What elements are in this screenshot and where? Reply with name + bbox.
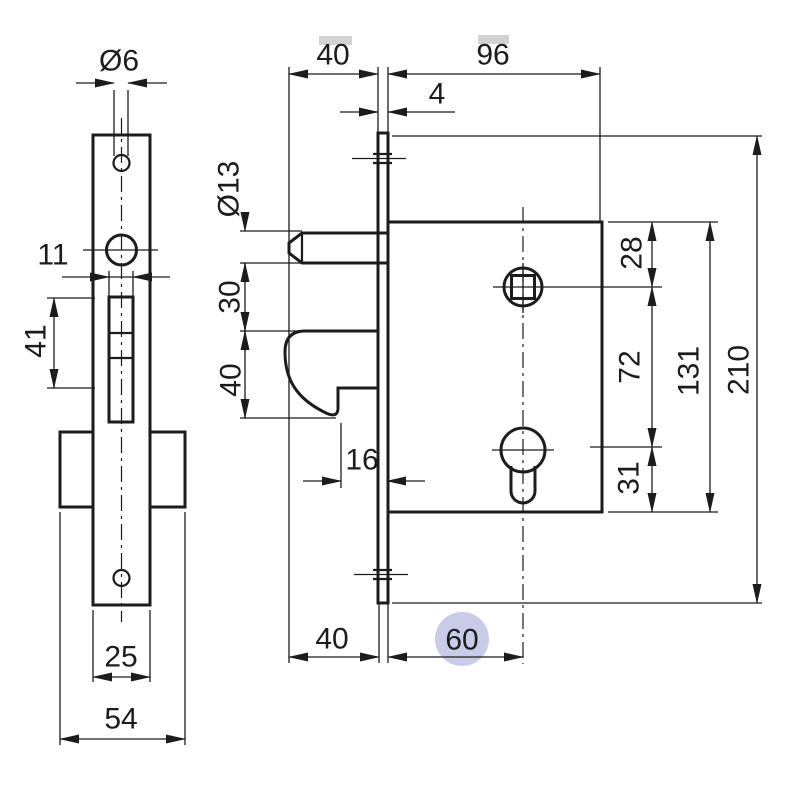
dim-label-latch-dia: Ø13	[213, 161, 246, 218]
case-profile-left	[58, 430, 95, 509]
dim-label-faceplate-height: 210	[723, 345, 756, 395]
case-profile-right	[148, 430, 187, 509]
dim-label-case-width: 54	[104, 703, 137, 736]
latch-bolt	[287, 231, 388, 265]
dim-hook-tip-to-plate: 16	[303, 423, 425, 488]
dim-label-hook-height: 40	[215, 363, 248, 396]
dim-hook-reach-top: 40	[288, 39, 379, 79]
hook-bolt	[283, 329, 378, 417]
dim-label-latch-to-hook: 30	[214, 280, 247, 313]
dim-label-backset: 60	[445, 624, 478, 657]
dim-label-faceplate-width: 25	[104, 641, 137, 674]
dim-label-faceplate-thickness: 4	[429, 78, 446, 111]
dim-label-case-depth: 96	[476, 39, 509, 72]
dim-case-width: 54	[59, 512, 186, 745]
dim-hook-reach-bottom: 40	[288, 623, 380, 662]
dim-label-hook-tip-to-plate: 16	[345, 444, 378, 477]
dim-label-slot-length: 41	[20, 324, 53, 357]
dim-slot-length: 41	[20, 297, 95, 389]
dim-label-spindle-to-cylinder: 72	[614, 350, 647, 383]
dim-stack-left: Ø13 30 40	[213, 161, 336, 419]
dim-case-depth: 96	[387, 39, 601, 79]
dim-label-top-to-spindle: 28	[616, 236, 649, 269]
lock-case	[388, 220, 604, 514]
dim-slot-width: 11	[37, 239, 170, 296]
dim-faceplate-thickness: 4	[340, 78, 455, 117]
dim-backset: 60	[387, 624, 524, 662]
artifact-smudge	[319, 36, 352, 45]
dim-label-hook-reach-top: 40	[316, 39, 349, 72]
artifact-smudge	[478, 35, 509, 44]
dim-faceplate-width: 25	[92, 610, 151, 682]
dim-screw-hole-dia: Ø6	[76, 45, 167, 156]
front-view: Ø6 11 41 25 54	[20, 45, 187, 745]
dim-label-case-height: 131	[673, 346, 706, 396]
dim-label-screw-hole-dia: Ø6	[99, 45, 139, 78]
dim-label-hook-reach-bottom: 40	[315, 623, 348, 656]
scan-artifacts	[319, 35, 509, 45]
dim-stack-right: 28 72 31 131 210	[392, 135, 762, 604]
dim-label-slot-width: 11	[37, 239, 68, 272]
dim-label-cylinder-to-bottom: 31	[613, 461, 646, 494]
side-view: 40 96 4 Ø13 30 40	[213, 39, 762, 666]
faceplate-edge	[376, 131, 390, 605]
